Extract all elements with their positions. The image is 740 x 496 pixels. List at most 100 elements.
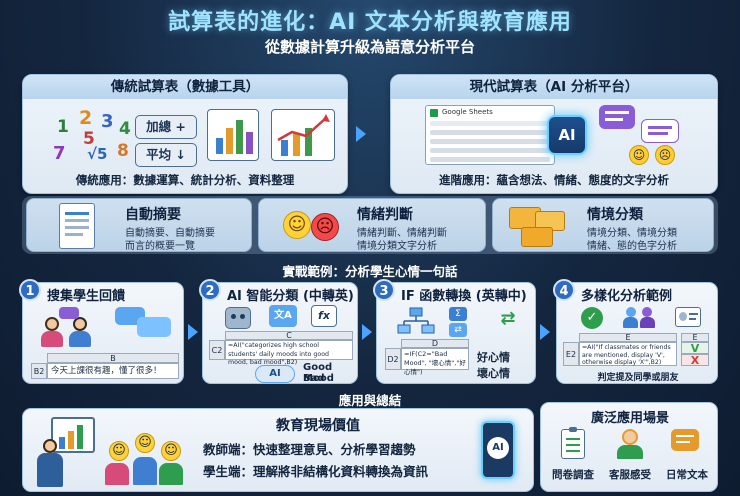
- scenario-daily: 日常文本: [666, 469, 708, 481]
- mention-formula-cell[interactable]: =AI("If classmates or friends are mentio…: [579, 342, 677, 366]
- happy-face-icon: ☺: [283, 211, 311, 239]
- scenarios-title: 廣泛應用場景: [590, 411, 669, 426]
- comment-icon: [641, 119, 679, 143]
- arrow-right-icon: [356, 126, 366, 142]
- modern-panel: 現代試算表（AI 分析平台） Google Sheets AI ☺ ☹ 進階應用…: [390, 74, 718, 194]
- if-formula-cell[interactable]: =IF(C2="Bad Mood", "壞心情","好心情"): [401, 348, 469, 376]
- step-number: 3: [373, 279, 395, 301]
- step-number: 2: [199, 279, 221, 301]
- bar-chart-icon: [207, 109, 259, 161]
- number-sqrt5: √5: [87, 145, 108, 163]
- ai-chip-label: AI: [558, 126, 576, 144]
- phone-ai-icon: AI: [481, 421, 515, 479]
- check-circle-icon: ✓: [581, 307, 603, 329]
- chat-bubble-icon: [137, 317, 171, 337]
- scenario-survey: 問卷調查: [552, 469, 594, 481]
- value-x-cell[interactable]: X: [681, 354, 709, 366]
- student-icon: [69, 317, 91, 347]
- ai-cloud-label: AI: [269, 368, 281, 379]
- number-1: 1: [57, 117, 69, 137]
- step-title: 搜集學生回饋: [47, 289, 126, 304]
- column-header: E: [681, 333, 709, 342]
- ai-cloud-icon: AI: [255, 365, 295, 383]
- student-value: 學生端：理解將非結構化資料轉換為資訊: [203, 464, 429, 479]
- modern-title: 現代試算表（AI 分析平台）: [391, 75, 717, 99]
- sheet-label: Google Sheets: [442, 108, 493, 116]
- feature-emotion-judgement: ☺ ☹ 情緒判斷 情緒判斷、情緒判斷 情境分類文字分析: [258, 198, 486, 252]
- phone-ai-label: AI: [492, 442, 504, 453]
- document-icon: [59, 203, 95, 249]
- ai-chip-icon: AI: [547, 115, 587, 155]
- step-footer: 判定提及同學或朋友: [597, 373, 679, 383]
- number-5: 5: [83, 129, 95, 149]
- average-button[interactable]: 平均 ↓: [135, 143, 197, 167]
- bad-mood-zh-label: 壞心情: [477, 367, 510, 380]
- student-icon: [41, 317, 63, 347]
- example-label: 實戰範例：分析學生心情一句話: [282, 264, 458, 279]
- step-title: 多樣化分析範例: [581, 289, 673, 304]
- row-header: C2: [209, 340, 225, 360]
- summary-label: 應用與總結: [338, 393, 402, 408]
- message-icon: [671, 429, 699, 451]
- flowchart-icon: [397, 307, 435, 335]
- number-7: 7: [53, 143, 66, 164]
- column-header: C: [225, 331, 353, 340]
- traditional-footer: 傳統應用：數據運算、統計分析、資料整理: [75, 173, 295, 187]
- ai-formula-cell[interactable]: =AI("categorizes high school students' d…: [225, 340, 353, 366]
- education-value-panel: ☺ ☺ ☺ 教育現場價值 教師端：快速整理意見、分析學習趨勢 學生端：理解將非結…: [22, 408, 534, 492]
- teacher-icon: [37, 439, 63, 487]
- feature-line: 情緒判斷、情緒判斷: [357, 228, 447, 239]
- profile-card-icon: [675, 307, 701, 327]
- step-if-function: 3 IF 函數轉換 (英轉中) Σ ⇄ ⇄ D D2 =IF(C2="Bad M…: [373, 279, 536, 384]
- feature-line: 自動摘要、自動摘要: [125, 228, 215, 239]
- sad-face-icon: ☹: [655, 145, 675, 165]
- happy-face-icon: ☺: [629, 145, 649, 165]
- number-4: 4: [119, 119, 131, 139]
- scenario-customer: 客服感受: [609, 469, 651, 481]
- education-title: 教育現場價值: [276, 418, 360, 434]
- feature-line: 情境分類、情境分類: [587, 228, 677, 239]
- step-title: IF 函數轉換 (英轉中): [401, 289, 527, 304]
- good-mood-label: Good Mood: [303, 362, 334, 384]
- step-number: 1: [19, 279, 41, 301]
- step-ai-classification: 2 AI 智能分類 (中轉英) 文A fx C C2 =AI("categori…: [199, 279, 358, 395]
- presentation-board-icon: [51, 417, 95, 453]
- feedback-cell[interactable]: 今天上課很有趣，懂了很多！: [47, 363, 179, 379]
- value-v-cell[interactable]: V: [681, 342, 709, 354]
- number-3: 3: [101, 111, 114, 132]
- shuffle-icon: ⇄: [449, 323, 467, 337]
- bad-mood-label: Bad Mood: [303, 373, 334, 395]
- robot-icon: [225, 307, 251, 329]
- feature-line: 而言的概要一覽: [125, 241, 195, 252]
- column-header: D: [401, 339, 469, 348]
- translate-icon: 文A: [269, 305, 297, 327]
- modern-footer: 進階應用：蘊含想法、情緒、態度的文字分析: [439, 173, 669, 187]
- row-header: D2: [385, 348, 401, 370]
- line-chart-icon: [271, 109, 335, 161]
- spreadsheet-icon: Google Sheets: [425, 105, 555, 165]
- sum-button[interactable]: 加總 +: [135, 115, 197, 139]
- folder-icon: [521, 227, 553, 247]
- column-header: B: [47, 353, 179, 363]
- traditional-title: 傳統試算表（數據工具）: [23, 75, 347, 99]
- number-8: 8: [117, 141, 129, 161]
- function-icon: fx: [311, 305, 337, 327]
- customer-service-icon: [617, 429, 643, 459]
- group-icon: [623, 307, 657, 329]
- feature-context-classification: 情境分類 情境分類、情境分類 情緒、態的色字分析: [492, 198, 714, 252]
- step-number: 4: [553, 279, 575, 301]
- row-header: B2: [31, 363, 47, 379]
- numbers-icon: 1 2 3 4 5 7 √5 8: [29, 103, 137, 167]
- number-2: 2: [79, 107, 93, 129]
- feature-auto-summary: 自動摘要 自動摘要、自動摘要 而言的概要一覽: [26, 198, 252, 252]
- row-header: E2: [563, 342, 579, 366]
- page-subtitle: 從數據計算升級為語意分析平台: [264, 38, 475, 56]
- arrow-right-icon: [362, 324, 372, 340]
- step-collect-feedback: 1 搜集學生回饋 B B2 今天上課很有趣，懂了很多！: [19, 279, 184, 384]
- feature-line: 情境分類文字分析: [357, 241, 437, 252]
- function-icon: Σ: [449, 307, 467, 321]
- page-title: 試算表的進化：AI 文本分析與教育應用: [168, 10, 572, 35]
- scenarios-panel: 廣泛應用場景 問卷調查 客服感受 日常文本: [540, 402, 718, 492]
- traditional-panel: 傳統試算表（數據工具） 1 2 3 4 5 7 √5 8 加總 + 平均 ↓ 傳…: [22, 74, 348, 194]
- step-title: AI 智能分類 (中轉英): [227, 289, 354, 304]
